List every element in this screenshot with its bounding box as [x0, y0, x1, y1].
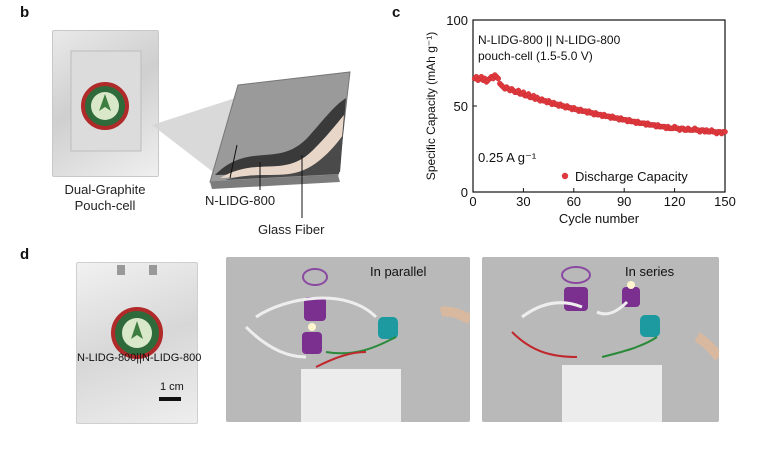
series-circuit-photo: [482, 257, 719, 422]
panel-letter-b: b: [20, 4, 30, 21]
pouch-logo-graphic: [70, 50, 142, 152]
y-tick-label: 0: [461, 185, 468, 200]
x-tick-label: 0: [469, 194, 476, 209]
y-tick-label: 100: [446, 13, 468, 28]
pouch-cell-photo: [52, 30, 159, 177]
x-tick-label: 120: [664, 194, 686, 209]
pouch-photo-d: [76, 262, 198, 424]
rate-annotation: 0.25 A g⁻¹: [478, 150, 537, 165]
data-point: [495, 75, 501, 82]
scale-bar-label: 1 cm: [160, 381, 184, 393]
legend-marker: [561, 172, 569, 180]
x-tick-label: 60: [567, 194, 581, 209]
x-axis-label: Cycle number: [559, 211, 640, 226]
cell-layer-schematic: [152, 71, 351, 218]
data-point: [722, 128, 728, 135]
pouch-d-logo: [111, 265, 181, 401]
graphite-layer-lower: [225, 135, 343, 180]
pouch-d-label: N-LIDG-800||N-LIDG-800: [77, 352, 202, 364]
x-tick-label: 30: [516, 194, 530, 209]
label-separator: Glass Fiber: [258, 222, 325, 237]
y-axis-label: Specific Capacity (mAh g⁻¹): [424, 32, 438, 180]
chart-title-line2: pouch-cell (1.5-5.0 V): [478, 49, 593, 63]
leader-electrode: [229, 144, 238, 179]
panel-letter-c: c: [392, 4, 401, 21]
series-circuit-graphic: [482, 257, 719, 422]
x-tick-label: 150: [714, 194, 736, 209]
x-tick-label: 90: [617, 194, 631, 209]
label-electrode: N-LIDG-800: [205, 193, 276, 208]
series-label: In series: [625, 264, 675, 279]
parallel-label: In parallel: [370, 264, 427, 279]
pouch-caption-line1: Dual-Graphite: [64, 182, 146, 197]
chart-title-line1: N-LIDG-800 || N-LIDG-800: [478, 33, 621, 47]
y-tick-label: 50: [454, 99, 468, 114]
separator-layer: [220, 115, 344, 178]
panel-letter-d: d: [20, 246, 30, 263]
pouch-caption-line2: Pouch-cell: [74, 198, 136, 213]
legend-label: Discharge Capacity: [575, 169, 688, 184]
parallel-circuit-photo: [226, 257, 470, 422]
parallel-circuit-graphic: [226, 257, 470, 422]
